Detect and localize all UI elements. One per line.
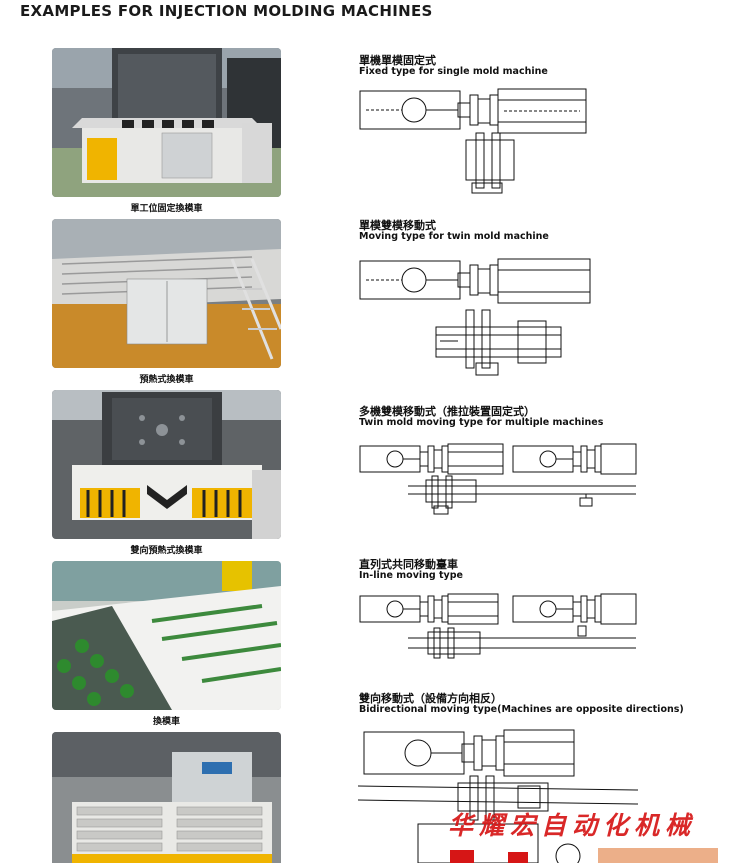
diagram-fixed-single	[358, 85, 590, 195]
diagram-moving-twin	[358, 255, 593, 380]
diagram-title-en: In-line moving type	[359, 570, 463, 581]
photo-caption: 預熱式換模車	[139, 375, 194, 385]
photo-roller-cart	[52, 732, 281, 863]
photo-preheat-cart	[52, 219, 281, 368]
photo-caption: 單工位固定換模車	[130, 204, 203, 214]
diagram-title-zh: 直列式共同移動臺車	[359, 558, 458, 571]
diagram-title-zh: 單模雙模移動式	[359, 219, 436, 232]
company-watermark: 华耀宏自动化机械	[448, 811, 697, 840]
watermark-fragment	[448, 842, 738, 863]
photo-mold-change-cart	[52, 561, 281, 710]
photo-caption: 雙向預熱式換模車	[130, 546, 203, 556]
diagram-title-zh: 雙向移動式（設備方向相反）	[359, 692, 502, 705]
page-title: EXAMPLES FOR INJECTION MOLDING MACHINES	[20, 2, 433, 20]
photo-single-station-cart	[52, 48, 281, 197]
diagram-inline	[358, 590, 638, 660]
photo-bidirectional-preheat-cart	[52, 390, 281, 539]
diagram-title-en: Twin mold moving type for multiple machi…	[359, 417, 604, 428]
diagram-title-zh: 單機單模固定式	[359, 54, 436, 67]
diagram-twin-multiple	[358, 440, 638, 520]
diagram-title-en: Bidirectional moving type(Machines are o…	[359, 704, 684, 715]
diagram-bidirectional	[358, 728, 638, 863]
photo-caption: 換模車	[152, 717, 180, 727]
diagram-title-zh: 多機雙模移動式（推拉裝置固定式）	[359, 405, 535, 418]
diagram-title-en: Moving type for twin mold machine	[359, 231, 549, 242]
diagram-title-en: Fixed type for single mold machine	[359, 66, 548, 77]
